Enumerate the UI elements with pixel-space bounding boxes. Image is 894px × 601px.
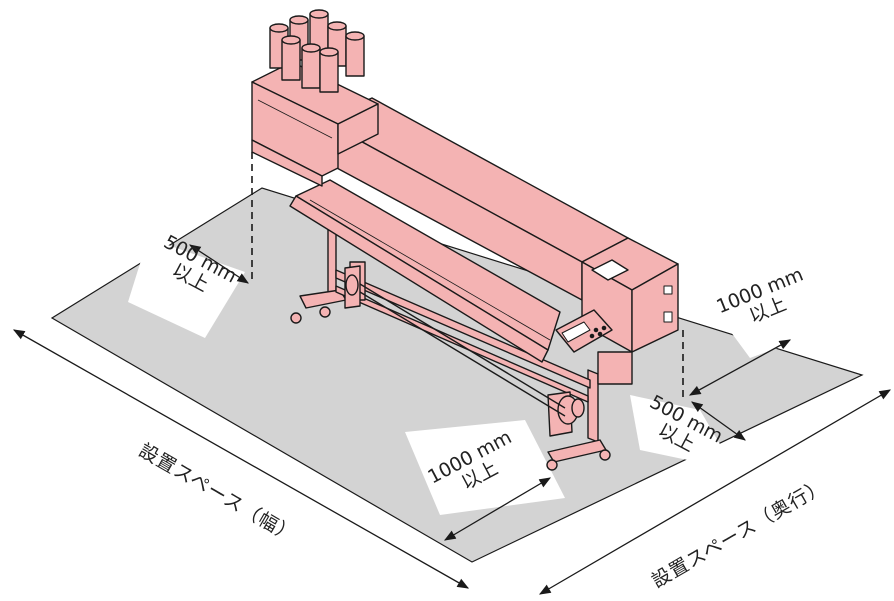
right-lower-box [597,351,633,385]
take-up-unit [344,261,585,437]
arrow-right-side-clearance [688,339,792,396]
front-cover-lower [289,195,549,363]
arrow-left-clearance [189,244,249,284]
lcd-screen [591,259,629,281]
printer [251,9,679,471]
ink-bottles [269,9,365,93]
left-unit-base [251,139,323,187]
arrow-depth-dimension [538,389,892,595]
left-unit-side [337,103,379,155]
left-unit-front [251,81,339,177]
arrow-width-dimension [12,329,470,589]
tag-right-side [700,262,855,358]
